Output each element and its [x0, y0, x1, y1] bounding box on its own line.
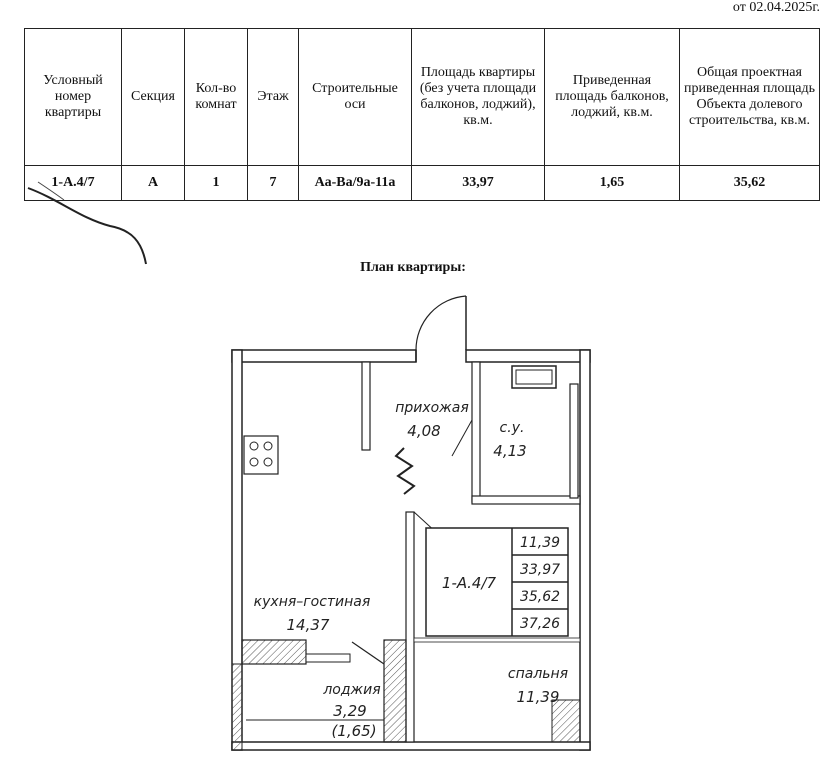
- bedroom-partition: [405, 511, 581, 743]
- stove-icon: [243, 435, 279, 475]
- entrance-door: [415, 295, 467, 362]
- room-label-kitchen: кухня–гостиная: [254, 594, 371, 610]
- cell-axes: Аа-Ва/9а-11а: [298, 165, 412, 201]
- header-apartment-number: Условный номер квартиры: [24, 28, 122, 166]
- header-section: Секция: [121, 28, 185, 166]
- table-row: 1-А.4/7 А 1 7 Аа-Ва/9а-11а 33,97 1,65 35…: [24, 165, 820, 201]
- header-total-area: Общая проектная приведенная площадь Объе…: [679, 28, 820, 166]
- cell-section: А: [121, 165, 185, 201]
- signature-scribble: [27, 181, 147, 265]
- room-area-loggia: 3,29: [333, 702, 366, 720]
- room-label-loggia: лоджия: [322, 682, 380, 698]
- plan-apartment-id: 1-А.4/7: [442, 574, 497, 592]
- cell-total-area: 35,62: [679, 165, 820, 201]
- room-area-kitchen: 14,37: [287, 616, 330, 634]
- area-box-value: 35,62: [520, 589, 560, 605]
- area-summary-box: 1-А.4/7 11,39 33,97 35,62 37,26: [425, 527, 569, 637]
- header-balcony-area: Приведенная площадь балконов, лоджий, кв…: [544, 28, 680, 166]
- room-area-hall: 4,08: [407, 422, 440, 440]
- room-label-hall: прихожая: [395, 400, 469, 416]
- room-reduced-area-loggia: (1,65): [331, 722, 376, 740]
- area-box-value: 37,26: [520, 616, 560, 632]
- plan-title: План квартиры:: [360, 260, 466, 275]
- cell-floor: 7: [247, 165, 299, 201]
- table-header-row: Условный номер квартиры Секция Кол-во ко…: [24, 28, 820, 166]
- area-box-value: 33,97: [520, 562, 560, 578]
- area-box-value: 11,39: [520, 535, 560, 551]
- header-floor: Этаж: [247, 28, 299, 166]
- loggia-wall: [231, 639, 581, 751]
- cell-rooms: 1: [184, 165, 248, 201]
- room-area-bathroom: 4,13: [493, 442, 526, 460]
- room-area-bedroom: 11,39: [517, 688, 560, 706]
- header-axes: Строительные оси: [298, 28, 412, 166]
- room-label-bedroom: спальня: [508, 666, 568, 682]
- bath-fixture: [511, 365, 557, 389]
- inner-partitions: [361, 361, 581, 505]
- cell-balcony-area: 1,65: [544, 165, 680, 201]
- document-date: от 02.04.2025г.: [732, 0, 820, 15]
- cell-apartment-area: 33,97: [411, 165, 545, 201]
- room-label-bathroom: с.у.: [500, 420, 525, 436]
- apartment-info-table: Условный номер квартиры Секция Кол-во ко…: [24, 28, 820, 201]
